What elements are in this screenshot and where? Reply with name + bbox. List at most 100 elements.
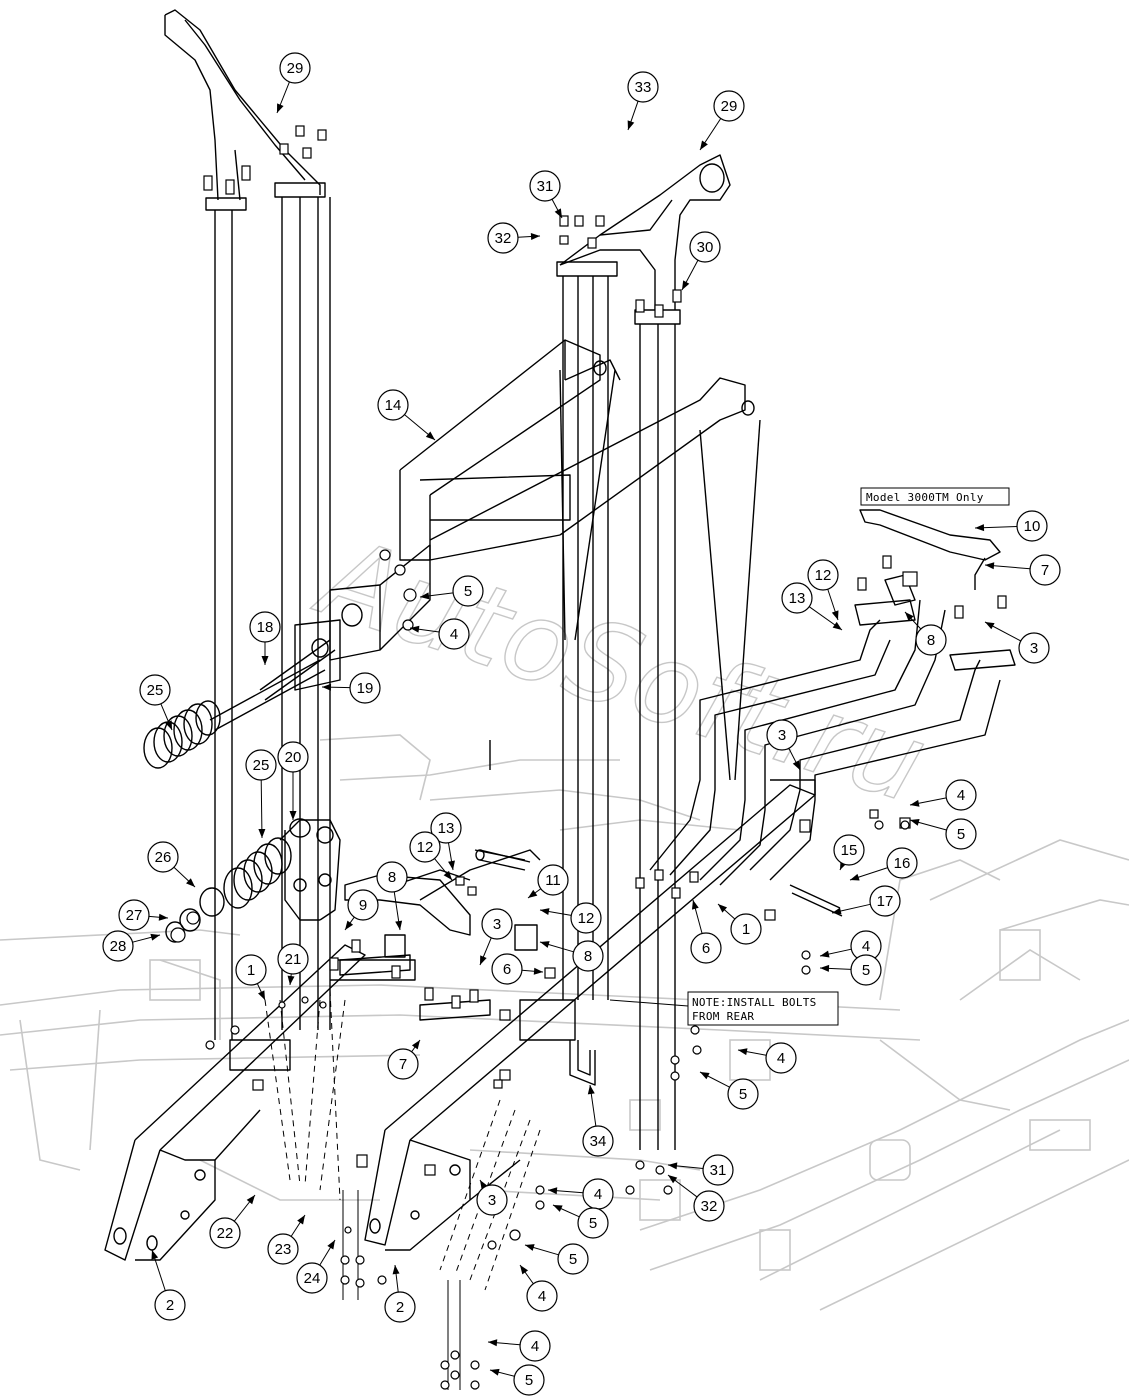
hardware bbox=[170, 125, 1007, 1390]
callout-circle bbox=[713, 90, 745, 122]
callout-label: 13 bbox=[789, 590, 806, 607]
callout-label: 20 bbox=[285, 749, 302, 766]
callout-circle bbox=[384, 1291, 416, 1323]
callout-24: 24 bbox=[296, 1239, 336, 1294]
callout-circle bbox=[409, 831, 441, 863]
leader-arrow bbox=[480, 1180, 488, 1190]
nuts-left-frame bbox=[379, 549, 417, 631]
callout-label: 8 bbox=[927, 632, 935, 649]
callout-30: 30 bbox=[681, 231, 721, 291]
callout-21: 21 bbox=[277, 943, 309, 986]
leader-arrow bbox=[443, 870, 452, 880]
callout-label: 2 bbox=[166, 1297, 174, 1314]
leader-arrow bbox=[151, 1250, 159, 1260]
callout-label: 11 bbox=[545, 872, 561, 889]
right-tower bbox=[556, 154, 731, 1150]
callout-3: 3 bbox=[766, 719, 801, 771]
callout-28: 28 bbox=[102, 930, 161, 962]
leader-arrow bbox=[150, 933, 160, 941]
leader-arrow bbox=[832, 907, 842, 915]
callout-circle bbox=[529, 170, 561, 202]
callout-circle bbox=[702, 1154, 734, 1186]
callout-circle bbox=[481, 908, 513, 940]
leader-arrow bbox=[905, 612, 914, 621]
callout-label: 4 bbox=[862, 938, 870, 955]
leader-arrow bbox=[627, 120, 635, 130]
callout-circle bbox=[627, 71, 659, 103]
model-note: Model 3000TM Only bbox=[860, 487, 1010, 506]
callout-label: 25 bbox=[147, 682, 164, 699]
callout-circle bbox=[557, 1243, 589, 1275]
callout-11: 11 bbox=[527, 864, 569, 899]
callout-label: 3 bbox=[493, 916, 501, 933]
callout-circle bbox=[249, 611, 281, 643]
callout-1: 1 bbox=[235, 954, 267, 1001]
leader-arrow bbox=[165, 720, 172, 730]
callout-label: 22 bbox=[217, 1225, 234, 1242]
callout-circle bbox=[430, 812, 462, 844]
callout-5: 5 bbox=[819, 954, 882, 986]
leader-arrow bbox=[820, 964, 830, 972]
callout-8: 8 bbox=[539, 940, 604, 972]
callout-label: 17 bbox=[877, 893, 894, 910]
leader-arrow bbox=[425, 431, 435, 440]
callout-circle bbox=[766, 719, 798, 751]
callout-circle bbox=[102, 930, 134, 962]
leader-arrow bbox=[554, 208, 562, 218]
callout-3: 3 bbox=[984, 621, 1050, 664]
callout-label: 5 bbox=[525, 1372, 533, 1389]
leader-arrow bbox=[700, 140, 708, 150]
leader-arrow bbox=[289, 811, 297, 820]
callout-32: 32 bbox=[487, 222, 541, 254]
callout-29: 29 bbox=[699, 90, 745, 151]
callout-23: 23 bbox=[267, 1214, 306, 1265]
callout-label: 5 bbox=[739, 1086, 747, 1103]
callout-2: 2 bbox=[151, 1249, 186, 1321]
callout-circle bbox=[850, 954, 882, 986]
leader-arrow bbox=[985, 562, 995, 570]
callout-circle bbox=[807, 559, 839, 591]
install-note: NOTE:INSTALL BOLTS FROM REAR bbox=[609, 991, 839, 1026]
callout-circle bbox=[915, 624, 947, 656]
leader-arrow bbox=[327, 1240, 335, 1250]
callout-29: 29 bbox=[276, 52, 311, 114]
callout-label: 12 bbox=[815, 567, 832, 584]
callout-circle bbox=[537, 864, 569, 896]
callout-20: 20 bbox=[277, 741, 309, 820]
callout-circle bbox=[1029, 554, 1061, 586]
leader-arrow bbox=[792, 760, 800, 770]
callout-17: 17 bbox=[831, 885, 901, 917]
leader-arrow bbox=[820, 950, 830, 958]
leader-arrow bbox=[258, 828, 266, 838]
callout-circle bbox=[513, 1364, 545, 1396]
callout-circle bbox=[476, 1184, 508, 1216]
callout-4: 4 bbox=[519, 1264, 558, 1312]
callout-label: 28 bbox=[110, 938, 127, 955]
callout-label: 32 bbox=[701, 1198, 718, 1215]
callout-circle bbox=[689, 231, 721, 263]
leader-arrow bbox=[832, 621, 842, 630]
callout-circle bbox=[296, 1262, 328, 1294]
callout-4: 4 bbox=[487, 1330, 551, 1362]
leader-arrow bbox=[258, 990, 265, 1000]
callout-10: 10 bbox=[974, 510, 1048, 542]
leader-arrow bbox=[186, 878, 195, 887]
leader-arrow bbox=[261, 656, 269, 665]
callout-circle bbox=[833, 834, 865, 866]
watermark: AutoSoft.ru bbox=[302, 511, 941, 828]
leader-arrow bbox=[587, 1085, 595, 1095]
callout-circle bbox=[245, 749, 277, 781]
callout-circle bbox=[279, 52, 311, 84]
callout-label: 4 bbox=[538, 1288, 546, 1305]
leader-arrow bbox=[345, 920, 354, 930]
callout-circle bbox=[1018, 632, 1050, 664]
leader-arrow bbox=[682, 280, 690, 290]
callout-18: 18 bbox=[249, 611, 281, 665]
callout-6: 6 bbox=[491, 953, 544, 985]
callout-label: 3 bbox=[1030, 640, 1038, 657]
callout-4: 4 bbox=[409, 618, 470, 650]
callout-3: 3 bbox=[476, 1179, 508, 1216]
callout-8: 8 bbox=[376, 861, 408, 931]
callout-circle bbox=[438, 618, 470, 650]
